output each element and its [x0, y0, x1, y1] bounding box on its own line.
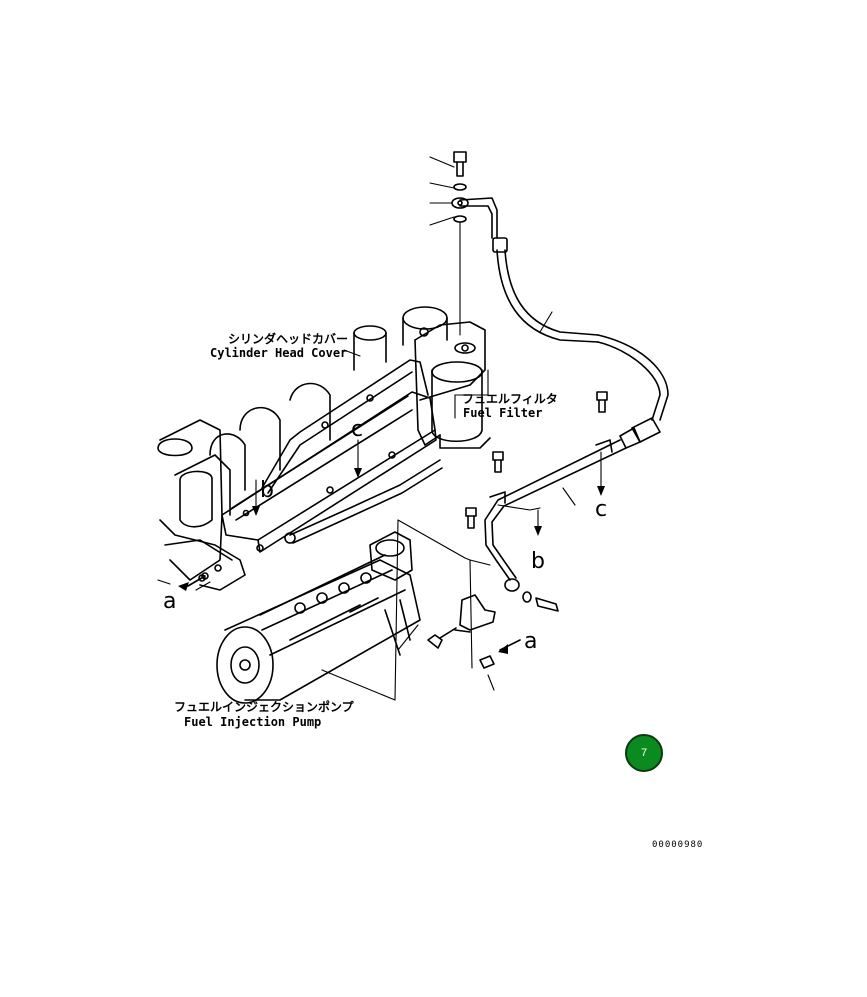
page-number-badge[interactable]: 7 — [625, 734, 663, 772]
reference-letter-a-stud: a — [524, 629, 537, 654]
fuel-pipe — [484, 439, 627, 592]
fuel-filter-label-en: Fuel Filter — [463, 406, 542, 420]
fuel-filter-label-jp: フュエルフィルタ — [462, 392, 558, 406]
cylinder-head-cover-label-jp: シリンダヘッドカバー — [228, 331, 348, 346]
page-number-text: 7 — [640, 747, 648, 759]
fuel-injection-pump — [216, 531, 421, 704]
reference-letter-c-pipe: c — [595, 497, 607, 522]
reference-letter-b-cover: b — [260, 478, 274, 503]
reference-letter-c-cover: c — [351, 417, 363, 442]
drawing-number: 00000980 — [652, 840, 703, 850]
reference-letter-a-block: a — [163, 589, 176, 614]
reference-letter-b-pipe: b — [531, 549, 545, 574]
cylinder-head-cover-label-en: Cylinder Head Cover — [210, 346, 347, 360]
fuel-injection-pump-label-en: Fuel Injection Pump — [184, 715, 321, 729]
arrow-heads — [178, 468, 605, 654]
pump-bracket — [454, 594, 496, 633]
fuel-injection-pump-label-jp: フュエルインジェクションポンプ — [174, 699, 355, 714]
fuel-filter — [414, 321, 491, 449]
feed-pipe — [284, 459, 443, 544]
return-hose — [459, 197, 669, 449]
cylinder-head-cover — [157, 306, 448, 591]
leader-lines — [157, 156, 602, 701]
